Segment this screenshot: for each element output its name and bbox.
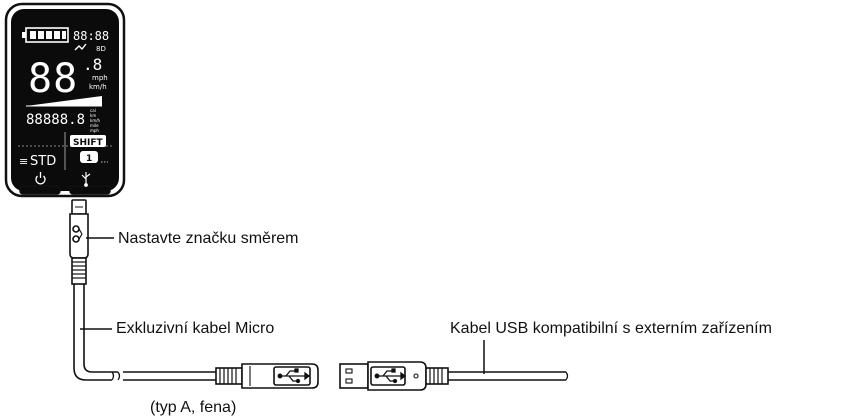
usb-button-housing [69, 185, 111, 195]
micro-usb-plug [69, 199, 89, 285]
display-unit: 88:88 8D 88 .8 mph km/h 88888.8 cal km k… [4, 2, 126, 198]
light-icon: 8D [96, 45, 106, 53]
speed-decimal: .8 [83, 55, 102, 74]
odo-unit-mile: mile [90, 123, 99, 128]
usb-external-cable [448, 371, 566, 381]
callout-usb-cable: Kabel USB kompatibilní s externím zaříze… [450, 320, 772, 337]
odo-unit-kmh: km/h [90, 118, 101, 123]
usb-logo-icon [277, 368, 311, 384]
unit-mph: mph [92, 74, 108, 82]
shift-label: SHIFT [73, 138, 104, 148]
callout-mark-direction: Nastavte značku směrem [118, 230, 299, 247]
cable-break-left [111, 371, 121, 381]
assist-level-bar [26, 96, 102, 106]
battery-icon [22, 27, 69, 43]
odo-unit-cal: cal [90, 108, 96, 113]
gear-badge [80, 151, 98, 163]
mode-symbol-icon: ≡ [19, 155, 28, 168]
power-button-housing [19, 185, 61, 195]
shift-badge [70, 135, 106, 147]
clock-readout: 88:88 [73, 29, 109, 43]
speed-readout: 88 [28, 56, 78, 102]
power-icon [35, 172, 46, 185]
callout-type-a: (typ A, fena) [150, 399, 237, 416]
usb-trident-icon [81, 172, 91, 187]
cable-break-right [565, 371, 569, 381]
odometer-readout: 88888.8 [26, 112, 85, 128]
usb-logo-icon-male [374, 368, 407, 384]
trend-icon [74, 43, 87, 51]
usb-type-a-male [339, 361, 449, 391]
micro-cable-horizontal [123, 371, 216, 381]
odo-unit-km: km [90, 113, 96, 118]
gear-number: 1 [86, 154, 92, 164]
micro-cable [73, 284, 118, 381]
callout-micro-cable: Exkluzivní kabel Micro [116, 320, 275, 337]
mode-label: STD [30, 154, 56, 169]
odo-unit-mph: mph [90, 128, 99, 133]
unit-kmh: km/h [89, 83, 107, 91]
